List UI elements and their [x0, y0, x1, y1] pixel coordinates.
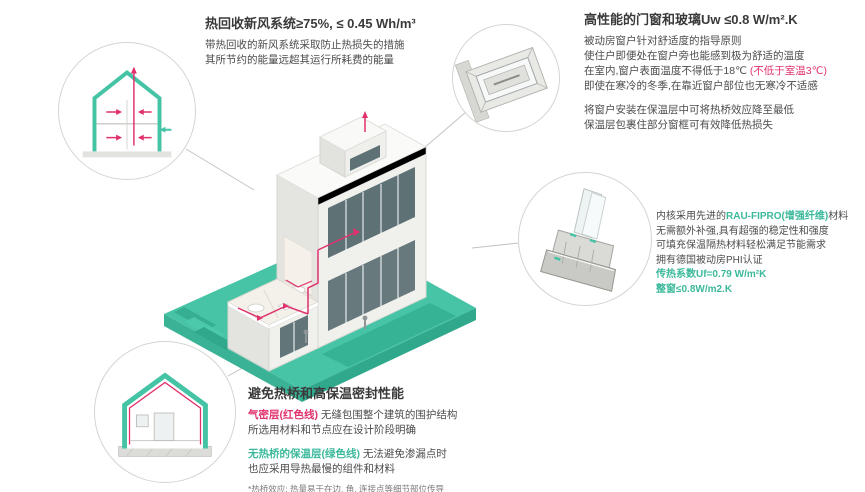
lower-glass-facade	[328, 240, 415, 331]
paragraph-gap	[584, 94, 862, 103]
insulated-house-icon	[118, 372, 212, 457]
callout-circle-ventilation	[58, 42, 196, 180]
thermal-title: 避免热桥和高保温密封性能	[248, 386, 405, 401]
thermal-footnote: *热桥效应: 热量易于在边, 角, 连接点等细节部位传导	[248, 483, 444, 492]
ventilation-title: 热回收新风系统≥75%, ≤ 0.45 Wh/m³	[205, 16, 416, 31]
gasket	[554, 256, 561, 261]
profile-line-1-tail: 材料	[828, 211, 849, 222]
thermal-text-block: 避免热桥和高保温密封性能 气密层(红色线) 无缝包围整个建筑的围护结构 所选用材…	[248, 386, 578, 492]
people-figures	[303, 315, 368, 343]
profile-line-1-normal: 内核采用先进的	[656, 211, 726, 222]
profile-line-1-brand: RAU-FIPRO(增强纤维)	[726, 211, 829, 222]
windows-p1-line-2: 使住户即便处在窗户旁也能感到极为舒适的温度	[584, 50, 805, 63]
penthouse-window	[350, 145, 380, 171]
garden-step	[194, 327, 236, 350]
callout-circle-thermal	[94, 341, 236, 483]
profile-line-1: 内核采用先进的RAU-FIPRO(增强纤维)材料	[656, 210, 864, 225]
ventilation-ducts	[237, 111, 368, 321]
ventilation-line-1: 带热回收的新风系统采取防止热损失的措施	[205, 39, 405, 52]
terrace-deck	[322, 303, 456, 367]
house-penthouse	[318, 116, 388, 178]
profile-line-2: 无需额外补强,具有超强的稳定性和强度	[656, 225, 829, 237]
windows-text-block: 高性能的门窗和玻璃Uw ≤0.8 W/m².K 被动房窗户针对舒适度的指导原则 …	[584, 12, 862, 133]
insulation-layer-label: 无热桥的保温层(绿色线)	[248, 448, 360, 461]
profile-line-3: 可填充保温隔热材料轻松满足节能需求	[656, 240, 826, 251]
callout-circle-window-corner	[452, 24, 560, 132]
ventilation-text-block: 热回收新风系统≥75%, ≤ 0.45 Wh/m³ 带热回收的新风系统采取防止热…	[205, 16, 457, 68]
window	[136, 414, 149, 428]
gasket	[589, 238, 597, 244]
airtight-layer-red	[128, 381, 202, 445]
callout-circle-window-profile	[518, 172, 652, 306]
window-profile-icon	[540, 188, 617, 292]
paragraph-gap	[248, 438, 578, 447]
ventilation-house-icon	[82, 66, 172, 158]
profile-uw-value: 整窗≤0.8W/m2.K	[656, 283, 733, 295]
thermal-p1-line-2: 所选用材料和节点应在设计阶段明确	[248, 424, 416, 437]
thermal-p2-line-2: 也应采用导热最慢的组件和材料	[248, 462, 395, 475]
house-main-volume	[275, 123, 428, 349]
insulation-envelope	[92, 70, 162, 152]
thermal-p1-line-1-rest: 无缝包围整个建筑的围护结构	[318, 409, 458, 422]
ventilation-line-2: 其所节约的能量远超其运行所耗费的能量	[205, 54, 394, 67]
windows-p2-line-2: 保温层包裹住部分窗框可有效降低热损失	[584, 118, 773, 131]
windows-title: 高性能的门窗和玻璃Uw ≤0.8 W/m².K	[584, 12, 798, 27]
airtight-layer-label: 气密层(红色线)	[248, 409, 318, 422]
windows-p1-line-3-highlight: (不低于室温3℃)	[749, 65, 827, 78]
profile-line-4: 拥有德国被动房PHI认证	[656, 254, 763, 266]
profile-uf-value: 传热系数Uf=0.79 W/m²K	[656, 269, 767, 280]
windows-p1-line-1: 被动房窗户针对舒适度的指导原则	[584, 35, 742, 48]
glazing-pane	[581, 192, 607, 240]
door	[153, 412, 175, 441]
isometric-house-illustration	[164, 111, 476, 402]
insulation-layer-green	[122, 372, 208, 449]
thermal-p2-line-1-rest: 无法避免渗漏点时	[360, 448, 447, 461]
windows-p2-line-1: 将窗户安装在保温层中可将热桥效应降至最低	[584, 103, 794, 116]
gasket	[569, 232, 577, 238]
thermal-p1-line-1: 气密层(红色线) 无缝包围整个建筑的围护结构	[248, 408, 578, 423]
thermal-p2-line-1: 无热桥的保温层(绿色线) 无法避免渗漏点时	[248, 447, 578, 462]
windows-p1-line-3-normal: 在室内,窗户表面温度不得低于18℃	[584, 65, 750, 78]
windows-p1-line-4: 即使在寒冷的冬季,在靠近窗户部位也无寒冷不适感	[584, 79, 818, 92]
profile-text-block: 内核采用先进的RAU-FIPRO(增强纤维)材料 无需额外补强,具有超强的稳定性…	[656, 210, 864, 297]
bathtub	[247, 303, 265, 313]
window-corner-icon	[454, 46, 548, 123]
windows-p1-line-3: 在室内,窗户表面温度不得低于18℃ (不低于室温3℃)	[584, 64, 862, 79]
